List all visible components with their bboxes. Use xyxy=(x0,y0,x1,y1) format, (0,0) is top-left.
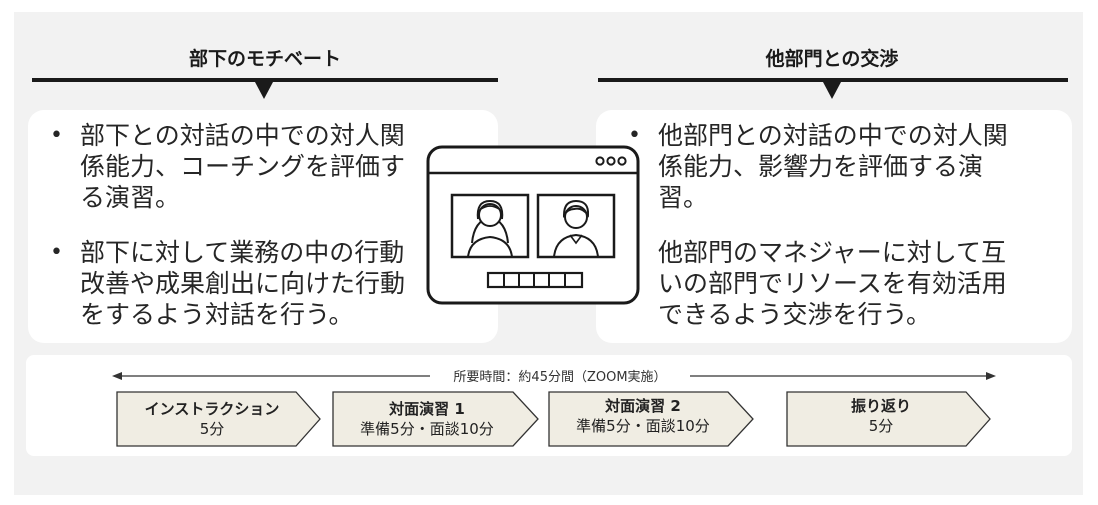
step-2-text: 対面演習 1 準備5分・面談10分 xyxy=(333,399,521,439)
left-section-title: 部下のモチベート xyxy=(188,48,341,70)
right-down-arrow-icon xyxy=(823,82,841,99)
step-shape-4 xyxy=(786,391,991,447)
step-1-title: インストラクション xyxy=(144,400,280,418)
right-margin xyxy=(1083,0,1098,505)
list-item: • 部下との対話の中での対人関係能力、コーチングを評価する演習。 xyxy=(46,120,426,213)
step-3-detail: 準備5分・面談10分 xyxy=(576,417,710,435)
left-description-panel xyxy=(28,110,498,343)
step-3-text: 対面演習 2 準備5分・面談10分 xyxy=(549,396,737,436)
left-margin xyxy=(0,0,14,505)
step-2-title: 対面演習 1 xyxy=(389,400,465,418)
step-shape-2 xyxy=(332,391,539,447)
step-4-detail: 5分 xyxy=(868,417,894,435)
right-title-rule xyxy=(598,78,1068,82)
right-bullet-list: • 他部門との対話の中での対人関係能力、影響力を評価する演習。 •他部門のマネジャ… xyxy=(624,120,1024,354)
bullet-text: 部下との対話の中での対人関係能力、コーチングを評価する演習。 xyxy=(80,121,406,212)
left-title-rule xyxy=(32,78,498,82)
bullet-text: 他部門のマネジャーに対して互いの部門でリソースを有効活用できるよう交渉を行う。 xyxy=(658,238,1007,329)
step-4-title: 振り返り xyxy=(850,397,911,415)
man-avatar-icon xyxy=(536,193,616,259)
bullet-text: 他部門との対話の中での対人関係能力、影響力を評価する演習。 xyxy=(658,121,1008,212)
video-call-window-icon xyxy=(426,145,640,305)
step-4-text: 振り返り 5分 xyxy=(787,396,975,436)
step-shape-3 xyxy=(548,391,754,447)
woman-avatar-icon xyxy=(450,193,530,259)
bottom-margin xyxy=(0,495,1098,505)
step-1-detail: 5分 xyxy=(199,420,225,438)
step-shape-1 xyxy=(116,391,321,447)
right-description-panel xyxy=(596,110,1072,343)
duration-label: 所要時間：約45分間（ZOOM実施） xyxy=(430,366,690,385)
list-item: • 他部門との対話の中での対人関係能力、影響力を評価する演習。 xyxy=(624,120,1024,213)
list-item: • 部下に対して業務の中の行動改善や成果創出に向けた行動をするよう対話を行う。 xyxy=(46,237,426,330)
step-3-title: 対面演習 2 xyxy=(605,397,681,415)
step-2-detail: 準備5分・面談10分 xyxy=(360,420,494,438)
right-section-title: 他部門との交渉 xyxy=(765,48,899,70)
left-bullet-list: • 部下との対話の中での対人関係能力、コーチングを評価する演習。 • 部下に対して業… xyxy=(46,120,426,354)
top-margin xyxy=(0,0,1098,12)
list-item: •他部門のマネジャーに対して互いの部門でリソースを有効活用できるよう交渉を行う。 xyxy=(624,237,1024,330)
bullet-dot-icon: • xyxy=(50,123,63,148)
left-down-arrow-icon xyxy=(255,82,273,99)
bullet-text: 部下に対して業務の中の行動改善や成果創出に向けた行動をするよう対話を行う。 xyxy=(80,238,406,329)
bullet-dot-icon: • xyxy=(50,240,63,265)
bullet-dot-icon: • xyxy=(628,123,641,148)
step-1-text: インストラクション 5分 xyxy=(117,399,307,439)
